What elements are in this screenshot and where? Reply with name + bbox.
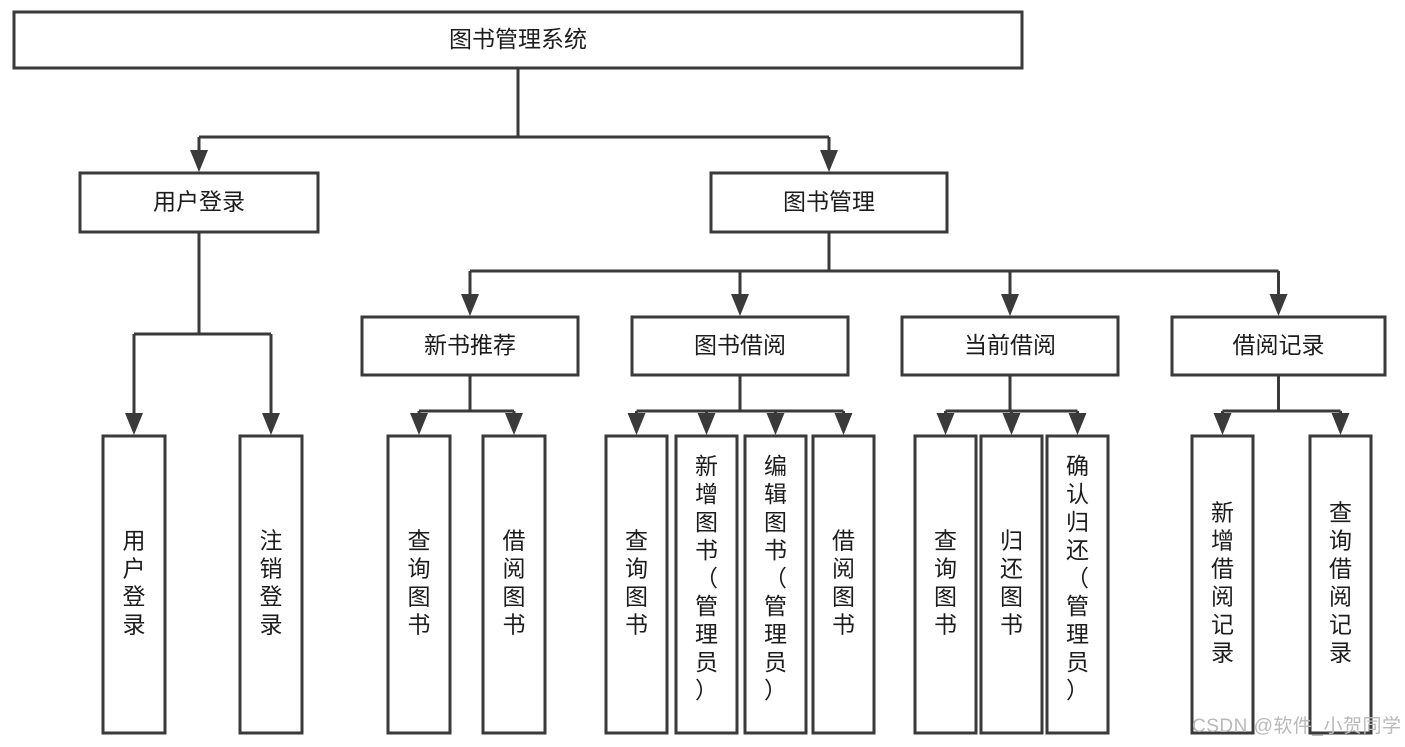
node-leaf-borrow-book-1-label: 借阅图书 xyxy=(503,528,526,638)
node-book-borrow-label: 图书借阅 xyxy=(694,332,786,358)
node-leaf-query-book-1-label: 查询图书 xyxy=(408,528,431,638)
node-leaf-borrow-book-2-box xyxy=(811,434,876,735)
edge-new-book-recommend-arrowhead-0 xyxy=(410,413,428,435)
node-current-borrow-label: 当前借阅 xyxy=(964,332,1056,358)
node-leaf-query-book-2[interactable]: 查询图书 xyxy=(604,434,669,735)
node-leaf-edit-book-label: 编辑图书（管理员） xyxy=(764,453,787,703)
edge-book-manage-arrowhead-2 xyxy=(1001,294,1019,316)
node-leaf-user-login-box xyxy=(101,434,167,735)
node-leaf-return-book-label: 归还图书 xyxy=(1000,528,1023,638)
edge-borrow-record-arrowhead-1 xyxy=(1331,413,1350,435)
node-leaf-borrow-book-2[interactable]: 借阅图书 xyxy=(811,434,876,735)
node-leaf-return-book[interactable]: 归还图书 xyxy=(979,434,1044,735)
node-new-book-recommend[interactable]: 新书推荐 xyxy=(360,315,580,377)
edge-user-login-arrowhead-1 xyxy=(262,413,280,435)
node-borrow-record[interactable]: 借阅记录 xyxy=(1170,315,1387,377)
node-leaf-query-book-3-box xyxy=(913,434,978,735)
edge-book-manage-arrowhead-1 xyxy=(731,294,749,316)
node-current-borrow[interactable]: 当前借阅 xyxy=(900,315,1120,377)
node-leaf-query-book-3[interactable]: 查询图书 xyxy=(913,434,978,735)
node-leaf-return-book-box xyxy=(979,434,1044,735)
node-leaf-user-login[interactable]: 用户登录 xyxy=(101,434,167,735)
node-book-manage[interactable]: 图书管理 xyxy=(709,171,949,234)
node-leaf-query-record-label: 查询借阅记录 xyxy=(1329,500,1352,666)
node-user-login-label: 用户登录 xyxy=(153,189,245,215)
node-leaf-query-book-2-label: 查询图书 xyxy=(625,528,648,638)
node-leaf-query-record[interactable]: 查询借阅记录 xyxy=(1308,434,1373,735)
edge-book-manage-arrowhead-0 xyxy=(461,294,479,316)
node-leaf-logout-label: 注销登录 xyxy=(260,528,283,638)
edge-book-manage-arrowhead-3 xyxy=(1269,294,1288,316)
node-leaf-edit-book-box xyxy=(743,434,808,735)
node-leaf-borrow-book-2-label: 借阅图书 xyxy=(832,528,855,638)
node-root-label: 图书管理系统 xyxy=(449,26,587,52)
node-leaf-query-book-2-box xyxy=(604,434,669,735)
node-book-borrow-box xyxy=(630,315,850,377)
node-leaf-add-record[interactable]: 新增借阅记录 xyxy=(1190,434,1255,735)
node-book-manage-box xyxy=(709,171,949,234)
node-leaf-edit-book[interactable]: 编辑图书（管理员） xyxy=(743,434,808,735)
edge-current-borrow-arrowhead-1 xyxy=(1002,413,1021,435)
node-book-manage-label: 图书管理 xyxy=(783,189,875,215)
node-leaf-confirm-return-box xyxy=(1045,434,1110,735)
node-root[interactable]: 图书管理系统 xyxy=(12,10,1024,70)
node-root-box xyxy=(12,10,1024,70)
node-leaf-add-book-box xyxy=(674,434,739,735)
node-leaf-add-record-box xyxy=(1190,434,1255,735)
node-leaf-confirm-return[interactable]: 确认归还（管理员） xyxy=(1045,434,1110,735)
edge-book-borrow-arrowhead-3 xyxy=(834,413,853,435)
csdn-watermark: CSDN @软件_小贺同学 xyxy=(1192,716,1402,737)
node-leaf-add-book-label: 新增图书（管理员） xyxy=(695,453,718,703)
edges-layer xyxy=(125,68,1350,435)
node-leaf-add-book[interactable]: 新增图书（管理员） xyxy=(674,434,739,735)
node-leaf-confirm-return-label: 确认归还（管理员） xyxy=(1066,453,1089,703)
edge-new-book-recommend-arrowhead-1 xyxy=(505,413,523,435)
node-leaf-query-book-1[interactable]: 查询图书 xyxy=(386,434,452,735)
node-leaf-user-login-label: 用户登录 xyxy=(123,528,146,638)
node-leaf-query-record-box xyxy=(1308,434,1373,735)
node-leaf-logout-box xyxy=(238,434,304,735)
edge-user-login-arrowhead-0 xyxy=(125,413,143,435)
edge-root-arrowhead-0 xyxy=(190,150,208,172)
edge-root-arrowhead-1 xyxy=(820,150,838,172)
node-leaf-query-book-1-box xyxy=(386,434,452,735)
node-user-login[interactable]: 用户登录 xyxy=(78,171,320,234)
node-leaf-add-record-label: 新增借阅记录 xyxy=(1211,500,1234,666)
node-new-book-recommend-box xyxy=(360,315,580,377)
edge-borrow-record-arrowhead-0 xyxy=(1213,413,1232,435)
node-borrow-record-box xyxy=(1170,315,1387,377)
node-leaf-borrow-book-1-box xyxy=(481,434,547,735)
edge-current-borrow-arrowhead-0 xyxy=(936,413,955,435)
node-borrow-record-label: 借阅记录 xyxy=(1233,332,1325,358)
node-user-login-box xyxy=(78,171,320,234)
node-current-borrow-box xyxy=(900,315,1120,377)
node-leaf-logout[interactable]: 注销登录 xyxy=(238,434,304,735)
node-book-borrow[interactable]: 图书借阅 xyxy=(630,315,850,377)
edge-book-borrow-arrowhead-2 xyxy=(766,413,785,435)
edge-book-borrow-arrowhead-0 xyxy=(627,413,646,435)
edge-book-borrow-arrowhead-1 xyxy=(697,413,716,435)
node-leaf-borrow-book-1[interactable]: 借阅图书 xyxy=(481,434,547,735)
nodes-layer: 图书管理系统用户登录图书管理新书推荐图书借阅当前借阅借阅记录用户登录注销登录查询… xyxy=(12,10,1387,735)
edge-current-borrow-arrowhead-2 xyxy=(1068,413,1087,435)
node-new-book-recommend-label: 新书推荐 xyxy=(424,332,516,358)
node-leaf-query-book-3-label: 查询图书 xyxy=(934,528,957,638)
